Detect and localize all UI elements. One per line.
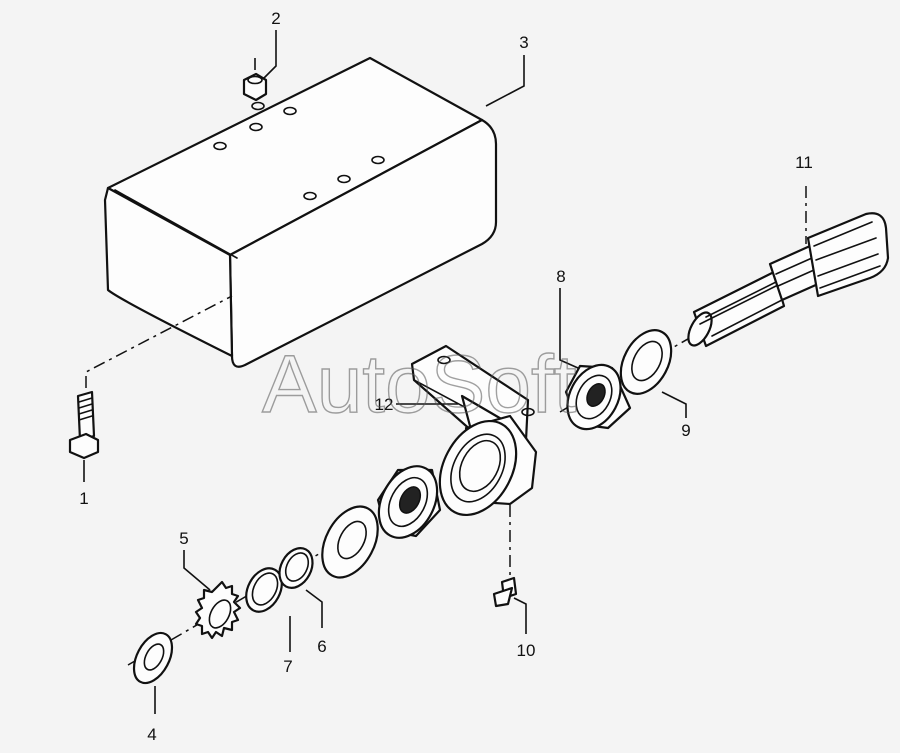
guard-cover xyxy=(103,56,498,368)
splined-shaft xyxy=(687,186,890,348)
flat-washer xyxy=(321,505,379,579)
watermark: AutoSoft xyxy=(262,339,577,430)
callout-4: 4 xyxy=(147,725,156,744)
lock-nut xyxy=(242,58,268,102)
callout-12: 12 xyxy=(375,395,394,414)
callout-9: 9 xyxy=(681,421,690,440)
bolt xyxy=(68,295,233,460)
grease-nipple xyxy=(492,505,518,608)
callout-1: 1 xyxy=(79,489,88,508)
bearing-left xyxy=(376,465,442,539)
callout-8: 8 xyxy=(556,267,565,286)
callout-labels: 1 2 3 4 5 6 7 8 9 10 11 12 xyxy=(79,9,813,744)
callout-6: 6 xyxy=(317,637,326,656)
bearing-housing xyxy=(410,344,538,517)
tab-washer xyxy=(194,580,242,640)
lock-washer xyxy=(132,631,174,685)
circlip xyxy=(278,547,314,589)
bearing-right xyxy=(564,363,632,431)
callout-10: 10 xyxy=(517,641,536,660)
seal-ring xyxy=(619,329,673,395)
callout-11: 11 xyxy=(795,153,813,172)
callout-2: 2 xyxy=(271,9,280,28)
callout-7: 7 xyxy=(283,657,292,676)
leader-lines xyxy=(83,30,687,714)
callout-5: 5 xyxy=(179,529,188,548)
callout-3: 3 xyxy=(519,33,528,52)
ring-7 xyxy=(245,567,283,613)
